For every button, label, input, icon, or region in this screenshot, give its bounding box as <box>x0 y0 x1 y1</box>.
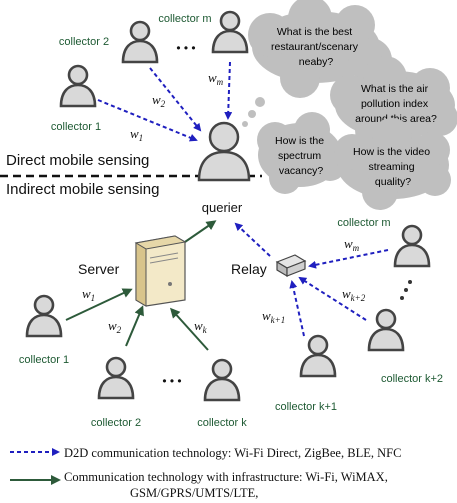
server-to-querier-arrow <box>181 220 217 245</box>
thought-text-spectrum: How is the spectrum vacancy? <box>275 135 327 177</box>
weights-layer: w1 w2 wm w1 w2 wk wm wk+2 wk+1 <box>82 70 366 335</box>
s-ck-arrow <box>169 307 209 351</box>
querier-label: querier <box>202 200 243 215</box>
direct-ellipsis: • • • <box>176 41 195 55</box>
s-c1-arrow <box>65 288 133 321</box>
r-cm-label: collector m <box>337 217 390 229</box>
relay-icon <box>275 254 307 278</box>
s-ck-weight-label: wk <box>194 318 208 335</box>
relay-to-querier-arrow <box>234 222 271 257</box>
r-cm-arrow <box>308 249 389 269</box>
legend-infra-text-line1: Communication technology with infrastruc… <box>64 470 388 484</box>
thought-text-video: How is the video streaming quality? <box>353 146 433 188</box>
r-ck1-person-icon <box>299 334 337 378</box>
r-ck1-weight-label: wk+1 <box>262 308 285 325</box>
r-ck1-label: collector k+1 <box>275 401 337 413</box>
r-cm-person-icon <box>393 224 431 268</box>
legend-d2d-text: D2D communication technology: Wi-Fi Dire… <box>64 446 401 460</box>
r-ck2-person-icon <box>367 308 405 352</box>
legend-infra-text-line2: GSM/GPRS/UMTS/LTE, <box>130 486 258 500</box>
server-ellipsis: • • • <box>162 374 181 388</box>
server-label: Server <box>78 261 120 277</box>
relay-label: Relay <box>231 261 267 277</box>
direct-section-label: Direct mobile sensing <box>6 152 149 169</box>
s-c1-weight-label: w1 <box>82 286 95 303</box>
s-c2-arrow <box>125 305 144 347</box>
thought-cloud-spectrum: How is the spectrum vacancy? <box>257 112 346 194</box>
s-ck-label: collector k <box>197 417 247 429</box>
thought-bubbles: What is the best restaurant/scenary neab… <box>242 0 457 210</box>
d-c2-arrow <box>149 67 202 132</box>
relay-ellipsis <box>400 280 412 300</box>
d-cm-arrow <box>224 61 233 120</box>
d-c2-weight-label: w2 <box>152 92 166 109</box>
s-c1-person-icon <box>25 294 63 338</box>
s-ck-person-icon <box>203 358 241 402</box>
server-icon <box>134 235 187 307</box>
s-c1-label: collector 1 <box>19 354 69 366</box>
indirect-section-label: Indirect mobile sensing <box>6 181 159 198</box>
d-c1-label: collector 1 <box>51 121 101 133</box>
s-c2-weight-label: w2 <box>108 318 122 335</box>
d-c1-person-icon <box>59 64 97 108</box>
r-cm-weight-label: wm <box>344 236 360 253</box>
s-c2-person-icon <box>97 356 135 400</box>
thought-cloud-video: How is the video streaming quality? <box>334 118 451 210</box>
thought-cloud-restaurant: What is the best restaurant/scenary neab… <box>248 0 392 98</box>
d-cm-label: collector m <box>158 13 211 25</box>
r-ck2-label: collector k+2 <box>381 373 443 385</box>
d-c1-weight-label: w1 <box>130 126 143 143</box>
d-cm-person-icon <box>211 10 249 54</box>
d-c2-person-icon <box>121 20 159 64</box>
d-c2-label: collector 2 <box>59 36 109 48</box>
thought-text-restaurant: What is the best restaurant/scenary neab… <box>271 26 361 68</box>
querier-icon <box>197 121 251 182</box>
thought-trail-dot <box>248 110 256 118</box>
s-c2-label: collector 2 <box>91 417 141 429</box>
r-ck2-weight-label: wk+2 <box>342 286 366 303</box>
r-ck1-arrow <box>289 280 305 337</box>
collectors-layer: collector 1 collector 2 collector m collect… <box>19 10 443 429</box>
r-ck2-arrow <box>298 276 367 321</box>
d-c1-arrow <box>97 99 198 142</box>
arrows-layer <box>65 61 389 351</box>
thought-trail-dot <box>242 121 248 127</box>
legend: D2D communication technology: Wi-Fi Dire… <box>10 446 401 500</box>
thought-trail-dot <box>255 97 265 107</box>
d-cm-weight-label: wm <box>208 70 224 87</box>
